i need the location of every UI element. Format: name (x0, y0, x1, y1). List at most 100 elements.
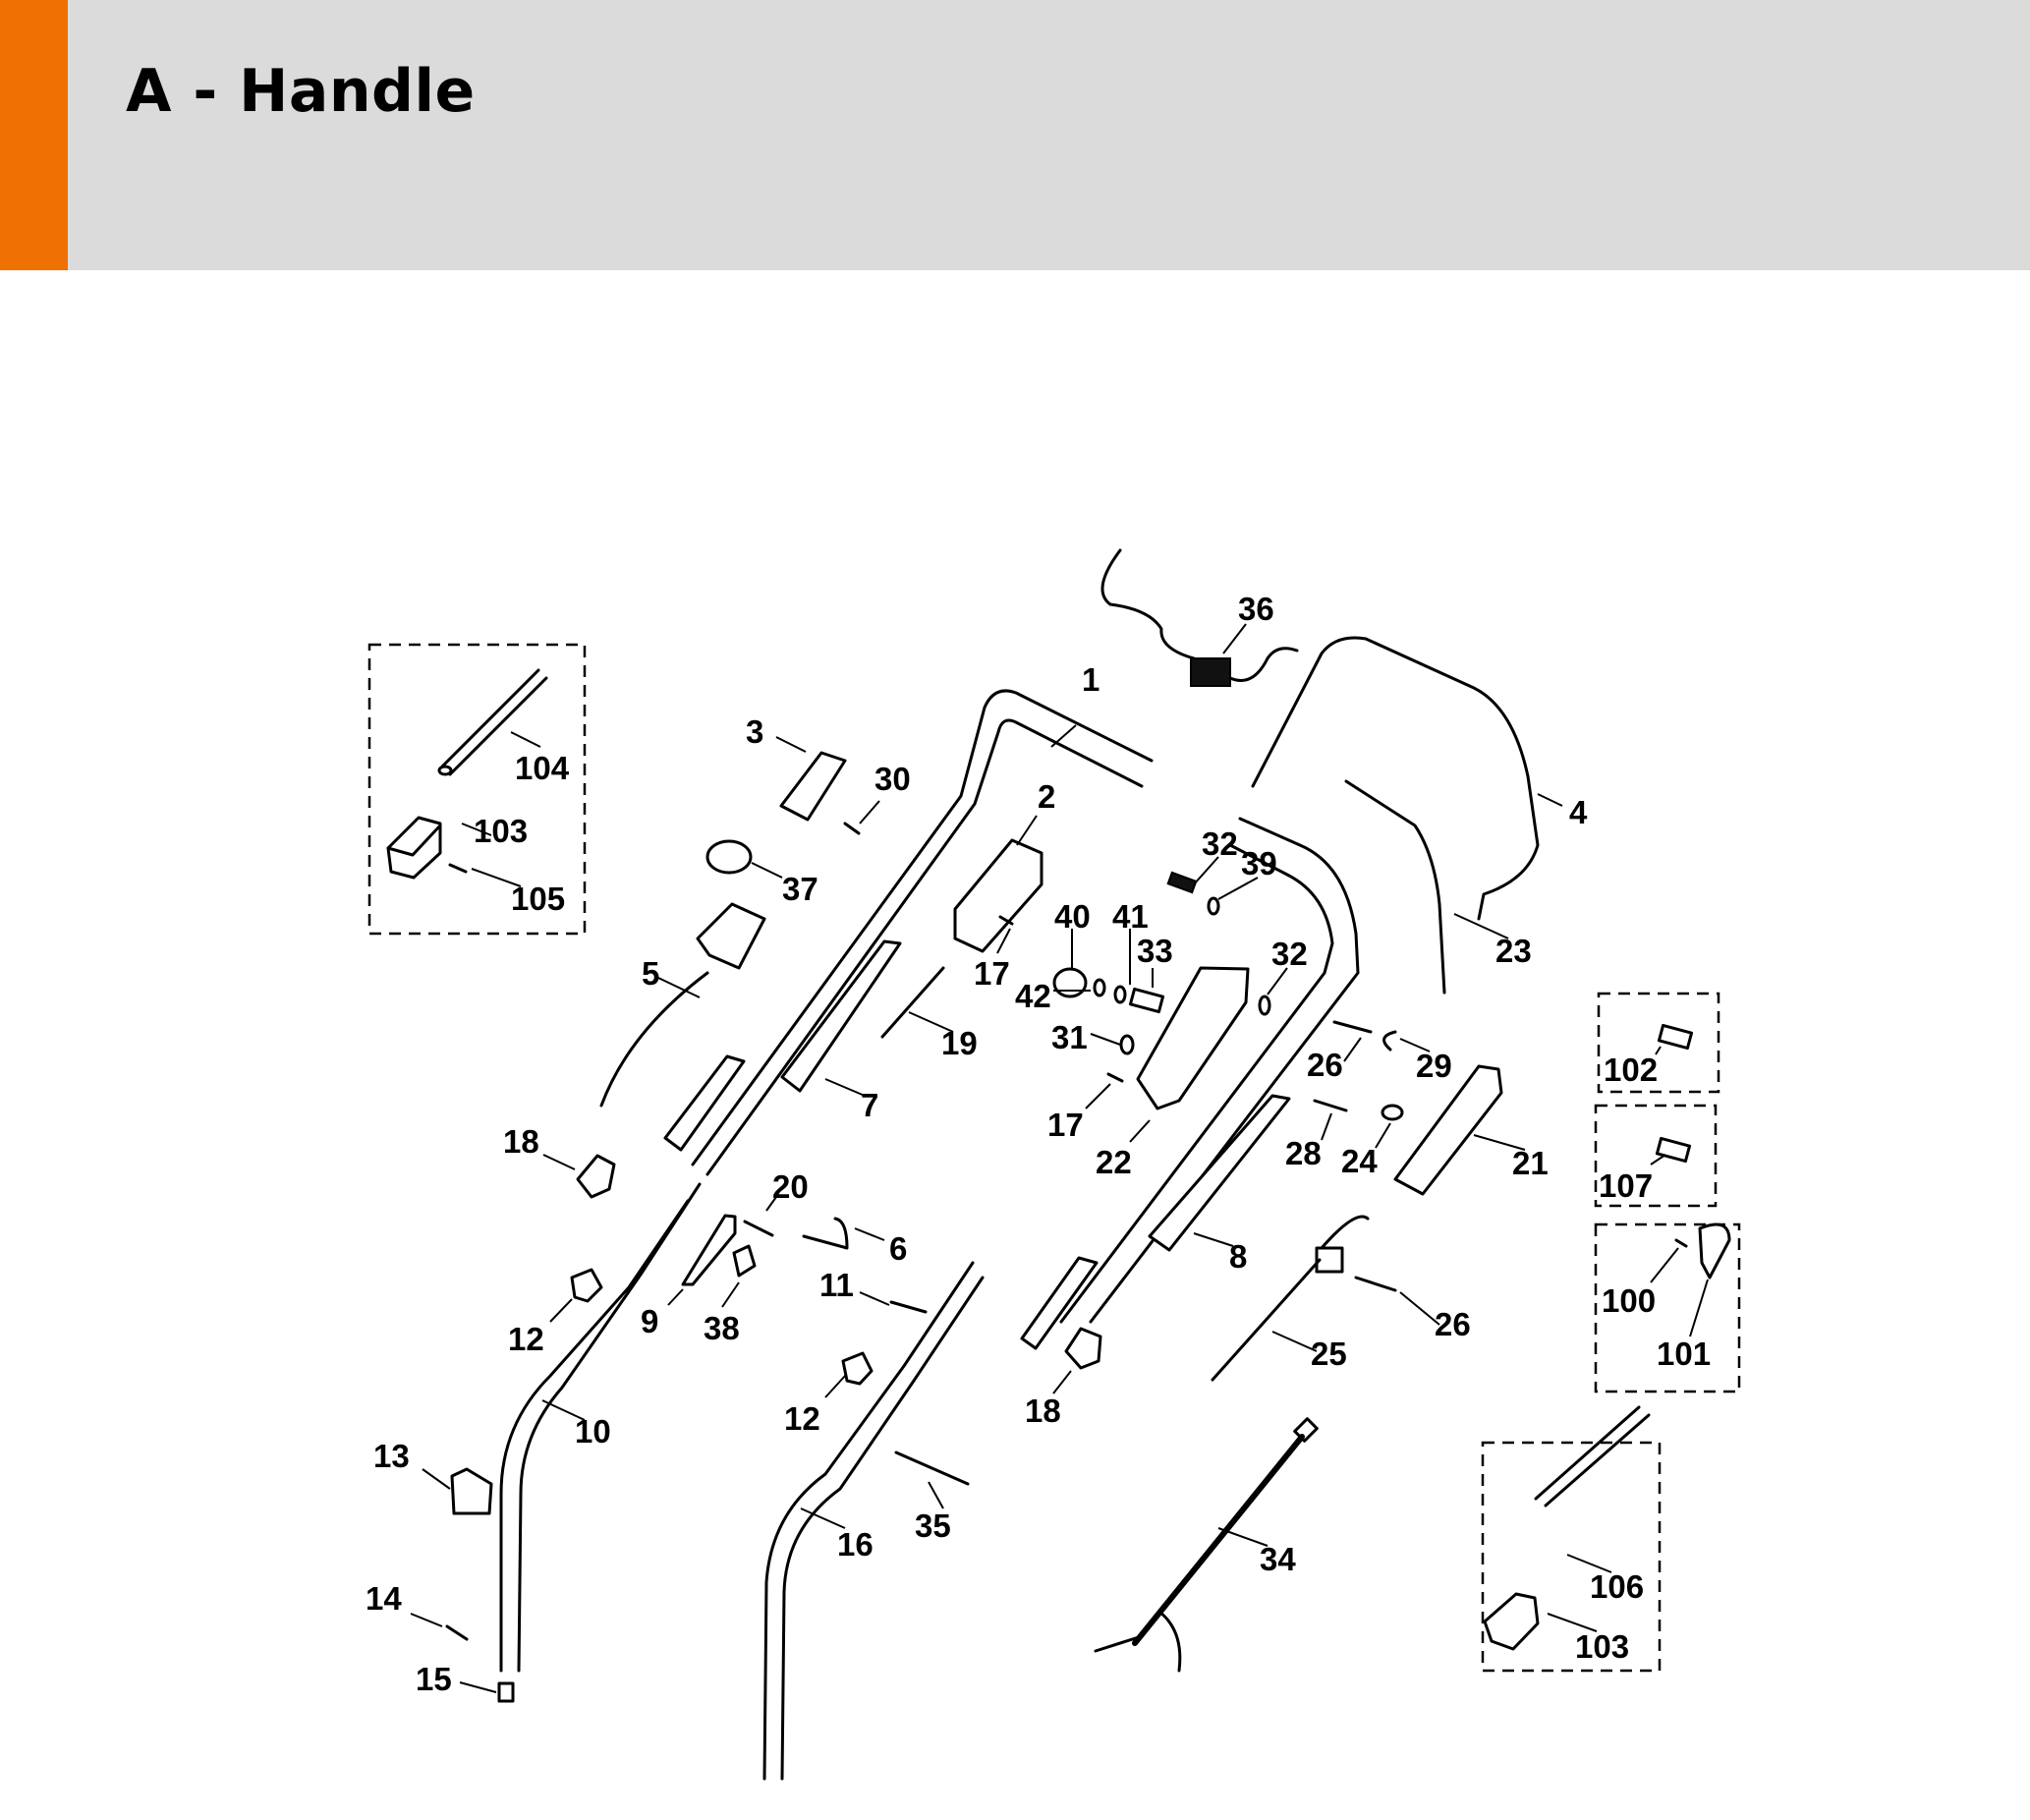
part-34-wiring-harness (1094, 1417, 1319, 1673)
part-103-end-cap-b (1483, 1592, 1540, 1651)
part-3-bracket (779, 751, 847, 822)
part-103-end-cap (386, 816, 442, 880)
callout-24[interactable]: 24 (1341, 1143, 1378, 1179)
option-box-100-101 (1594, 1223, 1741, 1393)
part-38-clip (732, 1244, 757, 1278)
part-9-plate (681, 1214, 737, 1286)
callout-20[interactable]: 20 (772, 1168, 809, 1205)
part-25-cable (1211, 1215, 1370, 1382)
callout-1[interactable]: 1 (1082, 661, 1100, 698)
callout-21[interactable]: 21 (1512, 1145, 1549, 1181)
callout-2[interactable]: 2 (1038, 778, 1055, 815)
part-1-upper-handle-right (1020, 817, 1360, 1350)
callout-5[interactable]: 5 (642, 955, 659, 992)
callout-18-b[interactable]: 18 (1025, 1393, 1061, 1429)
callout-106[interactable]: 106 (1590, 1568, 1644, 1605)
callout-4[interactable]: 4 (1569, 794, 1588, 830)
option-box-106-103 (1481, 1441, 1662, 1673)
part-17-screw-b (1106, 1072, 1124, 1083)
callout-12-b[interactable]: 12 (784, 1400, 820, 1437)
callout-8[interactable]: 8 (1229, 1238, 1247, 1275)
callout-28[interactable]: 28 (1285, 1135, 1322, 1171)
callout-41[interactable]: 41 (1112, 898, 1149, 935)
callout-40[interactable]: 40 (1054, 898, 1091, 935)
callout-10[interactable]: 10 (575, 1413, 611, 1450)
leader-lines (410, 623, 1709, 1693)
part-101-lever (1698, 1223, 1731, 1280)
callout-19[interactable]: 19 (941, 1025, 978, 1061)
callout-42[interactable]: 42 (1015, 978, 1051, 1014)
option-box-104-103-105 (367, 643, 587, 936)
callout-25[interactable]: 25 (1311, 1336, 1347, 1372)
callout-30[interactable]: 30 (874, 761, 911, 797)
part-106-rod (1534, 1405, 1651, 1507)
option-box-107 (1594, 1104, 1718, 1208)
callout-103[interactable]: 103 (474, 813, 528, 849)
part-30-screw (843, 822, 861, 835)
callout-32-b[interactable]: 32 (1271, 936, 1308, 972)
callout-17-b[interactable]: 17 (1047, 1107, 1084, 1143)
callout-13[interactable]: 13 (373, 1438, 410, 1474)
part-8-slider (1148, 1094, 1291, 1252)
part-7-slider (780, 939, 902, 1093)
part-20-screw (743, 1220, 774, 1237)
callout-18[interactable]: 18 (503, 1123, 539, 1160)
callout-38[interactable]: 38 (704, 1310, 740, 1346)
callout-26-b[interactable]: 26 (1435, 1306, 1471, 1342)
part-26-screw-b (1354, 1276, 1397, 1292)
callout-103-b[interactable]: 103 (1575, 1628, 1629, 1665)
callout-104[interactable]: 104 (515, 750, 570, 786)
callout-16[interactable]: 16 (837, 1526, 874, 1563)
callout-3[interactable]: 3 (746, 713, 763, 750)
part-104-rod (437, 668, 548, 776)
callout-12[interactable]: 12 (508, 1321, 544, 1357)
part-19-cable (880, 966, 945, 1039)
part-105-screw (448, 863, 468, 874)
callout-7[interactable]: 7 (861, 1087, 878, 1123)
header-accent-bar (0, 0, 68, 270)
callout-101[interactable]: 101 (1657, 1336, 1711, 1372)
callout-6[interactable]: 6 (889, 1230, 907, 1267)
part-41-ring (1113, 985, 1127, 1004)
part-18-knob-b (1064, 1327, 1102, 1370)
callout-107[interactable]: 107 (1599, 1167, 1653, 1204)
part-12-clip-b (841, 1351, 874, 1386)
option-box-102 (1597, 992, 1720, 1094)
part-4-bail-bar (1251, 636, 1540, 921)
part-18-knob (576, 1154, 616, 1199)
callout-37[interactable]: 37 (782, 871, 818, 907)
callout-labels: 1 2 3 30 4 36 104 103 105 37 5 17 19 7 4… (366, 591, 1711, 1697)
part-37-knob (705, 839, 753, 875)
callout-31[interactable]: 31 (1051, 1019, 1088, 1055)
callout-14[interactable]: 14 (366, 1580, 402, 1617)
callout-36[interactable]: 36 (1238, 591, 1274, 627)
callout-102[interactable]: 102 (1604, 1052, 1658, 1088)
callout-11[interactable]: 11 (819, 1267, 854, 1303)
callout-26[interactable]: 26 (1307, 1047, 1343, 1083)
part-14-screw (445, 1624, 469, 1641)
callout-22[interactable]: 22 (1096, 1144, 1132, 1180)
callout-34[interactable]: 34 (1260, 1541, 1296, 1577)
callout-100[interactable]: 100 (1602, 1282, 1656, 1319)
callout-9[interactable]: 9 (641, 1303, 658, 1339)
callout-32[interactable]: 32 (1202, 825, 1238, 862)
part-17-screw (998, 915, 1014, 926)
callout-39[interactable]: 39 (1241, 845, 1277, 882)
part-36-charger (1100, 548, 1299, 687)
part-5-cable-bracket (599, 902, 766, 1108)
callout-33[interactable]: 33 (1137, 933, 1173, 969)
callout-29[interactable]: 29 (1416, 1048, 1452, 1084)
part-28-pin (1313, 1099, 1348, 1112)
callout-35[interactable]: 35 (915, 1507, 951, 1544)
part-26-screw (1332, 1020, 1373, 1034)
callout-15[interactable]: 15 (416, 1661, 452, 1697)
part-2-switch-housing (953, 838, 1043, 953)
part-33-switch (1128, 987, 1165, 1014)
part-12-clip (570, 1268, 603, 1303)
callout-105[interactable]: 105 (511, 881, 565, 917)
part-10-lower-handle (499, 1182, 702, 1673)
part-32-plug (1166, 871, 1198, 894)
callout-17[interactable]: 17 (974, 955, 1010, 992)
callout-23[interactable]: 23 (1495, 933, 1532, 969)
